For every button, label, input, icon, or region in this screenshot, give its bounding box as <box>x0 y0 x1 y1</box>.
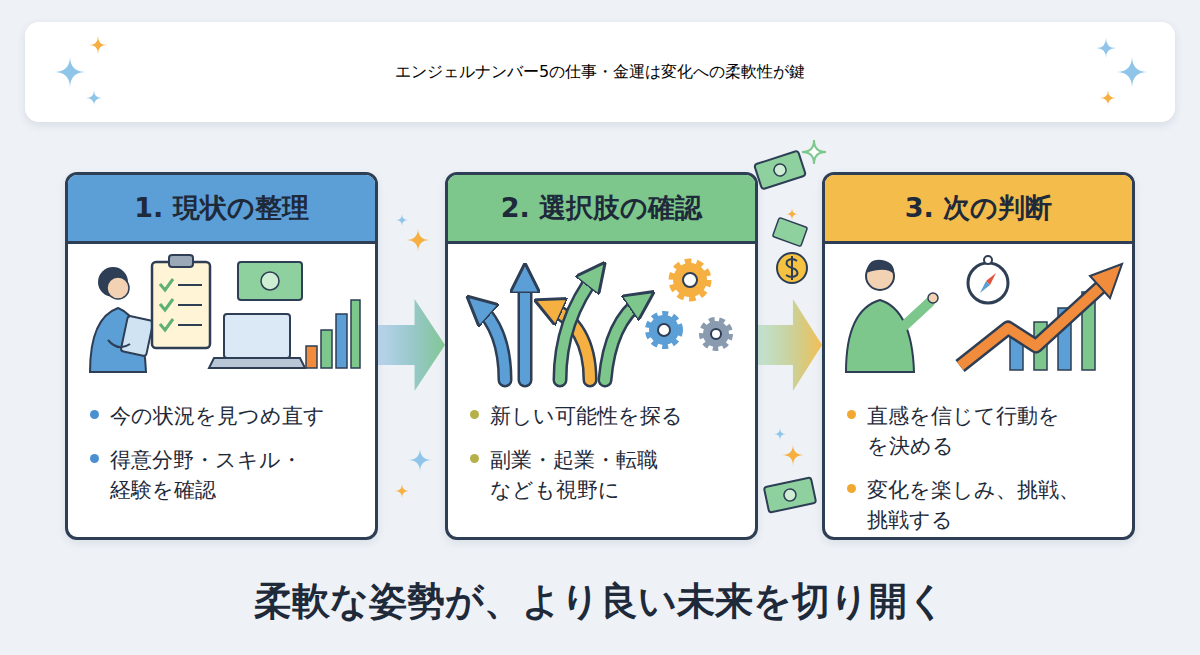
bullet-dot <box>847 410 856 419</box>
bullet-text: 変化を楽しみ、挑戦、 挑戦する <box>867 475 1118 535</box>
money-bill <box>764 477 816 512</box>
bill-mark <box>772 162 787 177</box>
sparkle <box>396 214 408 226</box>
sparkle <box>1100 90 1116 106</box>
caption: 柔軟な姿勢が、より良い未来を切り開く <box>0 576 1200 627</box>
bill-body <box>754 151 806 190</box>
bullet-text: 新しい可能性を探る <box>490 401 741 431</box>
sparkle <box>54 56 86 88</box>
sparkle <box>802 140 826 164</box>
panel-heading: 2. 選択肢の確認 <box>501 190 702 226</box>
sparkle <box>406 228 430 252</box>
bullet-list: 今の状況を見つめ直す得意分野・スキル・ 経験を確認 <box>88 401 361 519</box>
bullet-item: 変化を楽しみ、挑戦、 挑戦する <box>845 475 1118 535</box>
flow-arrow <box>378 299 445 391</box>
step-panel: 2. 選択肢の確認新しい可能性を探る副業・起業・転職 なども視野に <box>445 172 758 540</box>
step-panel: 3. 次の判断直感を信じて行動を を決める変化を楽しみ、挑戦、 挑戦する <box>822 172 1135 540</box>
flow-arrow <box>758 299 822 391</box>
sparkle <box>786 208 798 220</box>
bullet-dot <box>847 484 856 493</box>
bullet-item: 副業・起業・転職 なども視野に <box>468 445 741 505</box>
bullet-list: 直感を信じて行動を を決める変化を楽しみ、挑戦、 挑戦する <box>845 401 1118 540</box>
panel-heading: 1. 現状の整理 <box>134 190 308 226</box>
title-banner: エンジェルナンバー5の仕事・金運は変化への柔軟性が鍵 <box>25 22 1175 122</box>
bullet-item: 直感を信じて行動を を決める <box>845 401 1118 461</box>
sparkle <box>1096 38 1116 58</box>
sparkle <box>408 448 432 472</box>
title-text: エンジェルナンバー5の仕事・金運は変化への柔軟性が鍵 <box>395 62 805 83</box>
bullet-list: 新しい可能性を探る副業・起業・転職 なども視野に <box>468 401 741 519</box>
coin <box>777 253 807 283</box>
money-bill <box>772 217 807 246</box>
bullet-item: 得意分野・スキル・ 経験を確認 <box>88 445 361 505</box>
coin-symbol <box>786 256 797 280</box>
sparkle <box>774 428 786 440</box>
bullet-dot <box>90 454 99 463</box>
bullet-item: 新しい可能性を探る <box>468 401 741 431</box>
bullet-dot <box>90 410 99 419</box>
bullet-text: 今の状況を見つめ直す <box>110 401 361 431</box>
bill-body <box>772 217 807 246</box>
bullet-text: 直感を信じて行動を を決める <box>867 401 1118 461</box>
panel-heading: 3. 次の判断 <box>905 190 1052 226</box>
bill-mark <box>783 488 797 502</box>
bullet-text: 副業・起業・転職 なども視野に <box>490 445 741 505</box>
bullet-item: 今の状況を見つめ直す <box>88 401 361 431</box>
sparkle <box>89 36 107 54</box>
bullet-dot <box>470 410 479 419</box>
panel-header: 1. 現状の整理 <box>68 175 375 244</box>
sparkle <box>1116 56 1148 88</box>
bullet-dot <box>470 454 479 463</box>
panel-header: 3. 次の判断 <box>825 175 1132 244</box>
sparkle <box>395 484 409 498</box>
money-bill <box>754 151 806 190</box>
sparkle <box>782 444 804 466</box>
panel-header: 2. 選択肢の確認 <box>448 175 755 244</box>
bullet-text: 得意分野・スキル・ 経験を確認 <box>110 445 361 505</box>
sparkle <box>86 90 102 106</box>
bill-body <box>764 477 816 512</box>
step-panel: 1. 現状の整理今の状況を見つめ直す得意分野・スキル・ 経験を確認 <box>65 172 378 540</box>
